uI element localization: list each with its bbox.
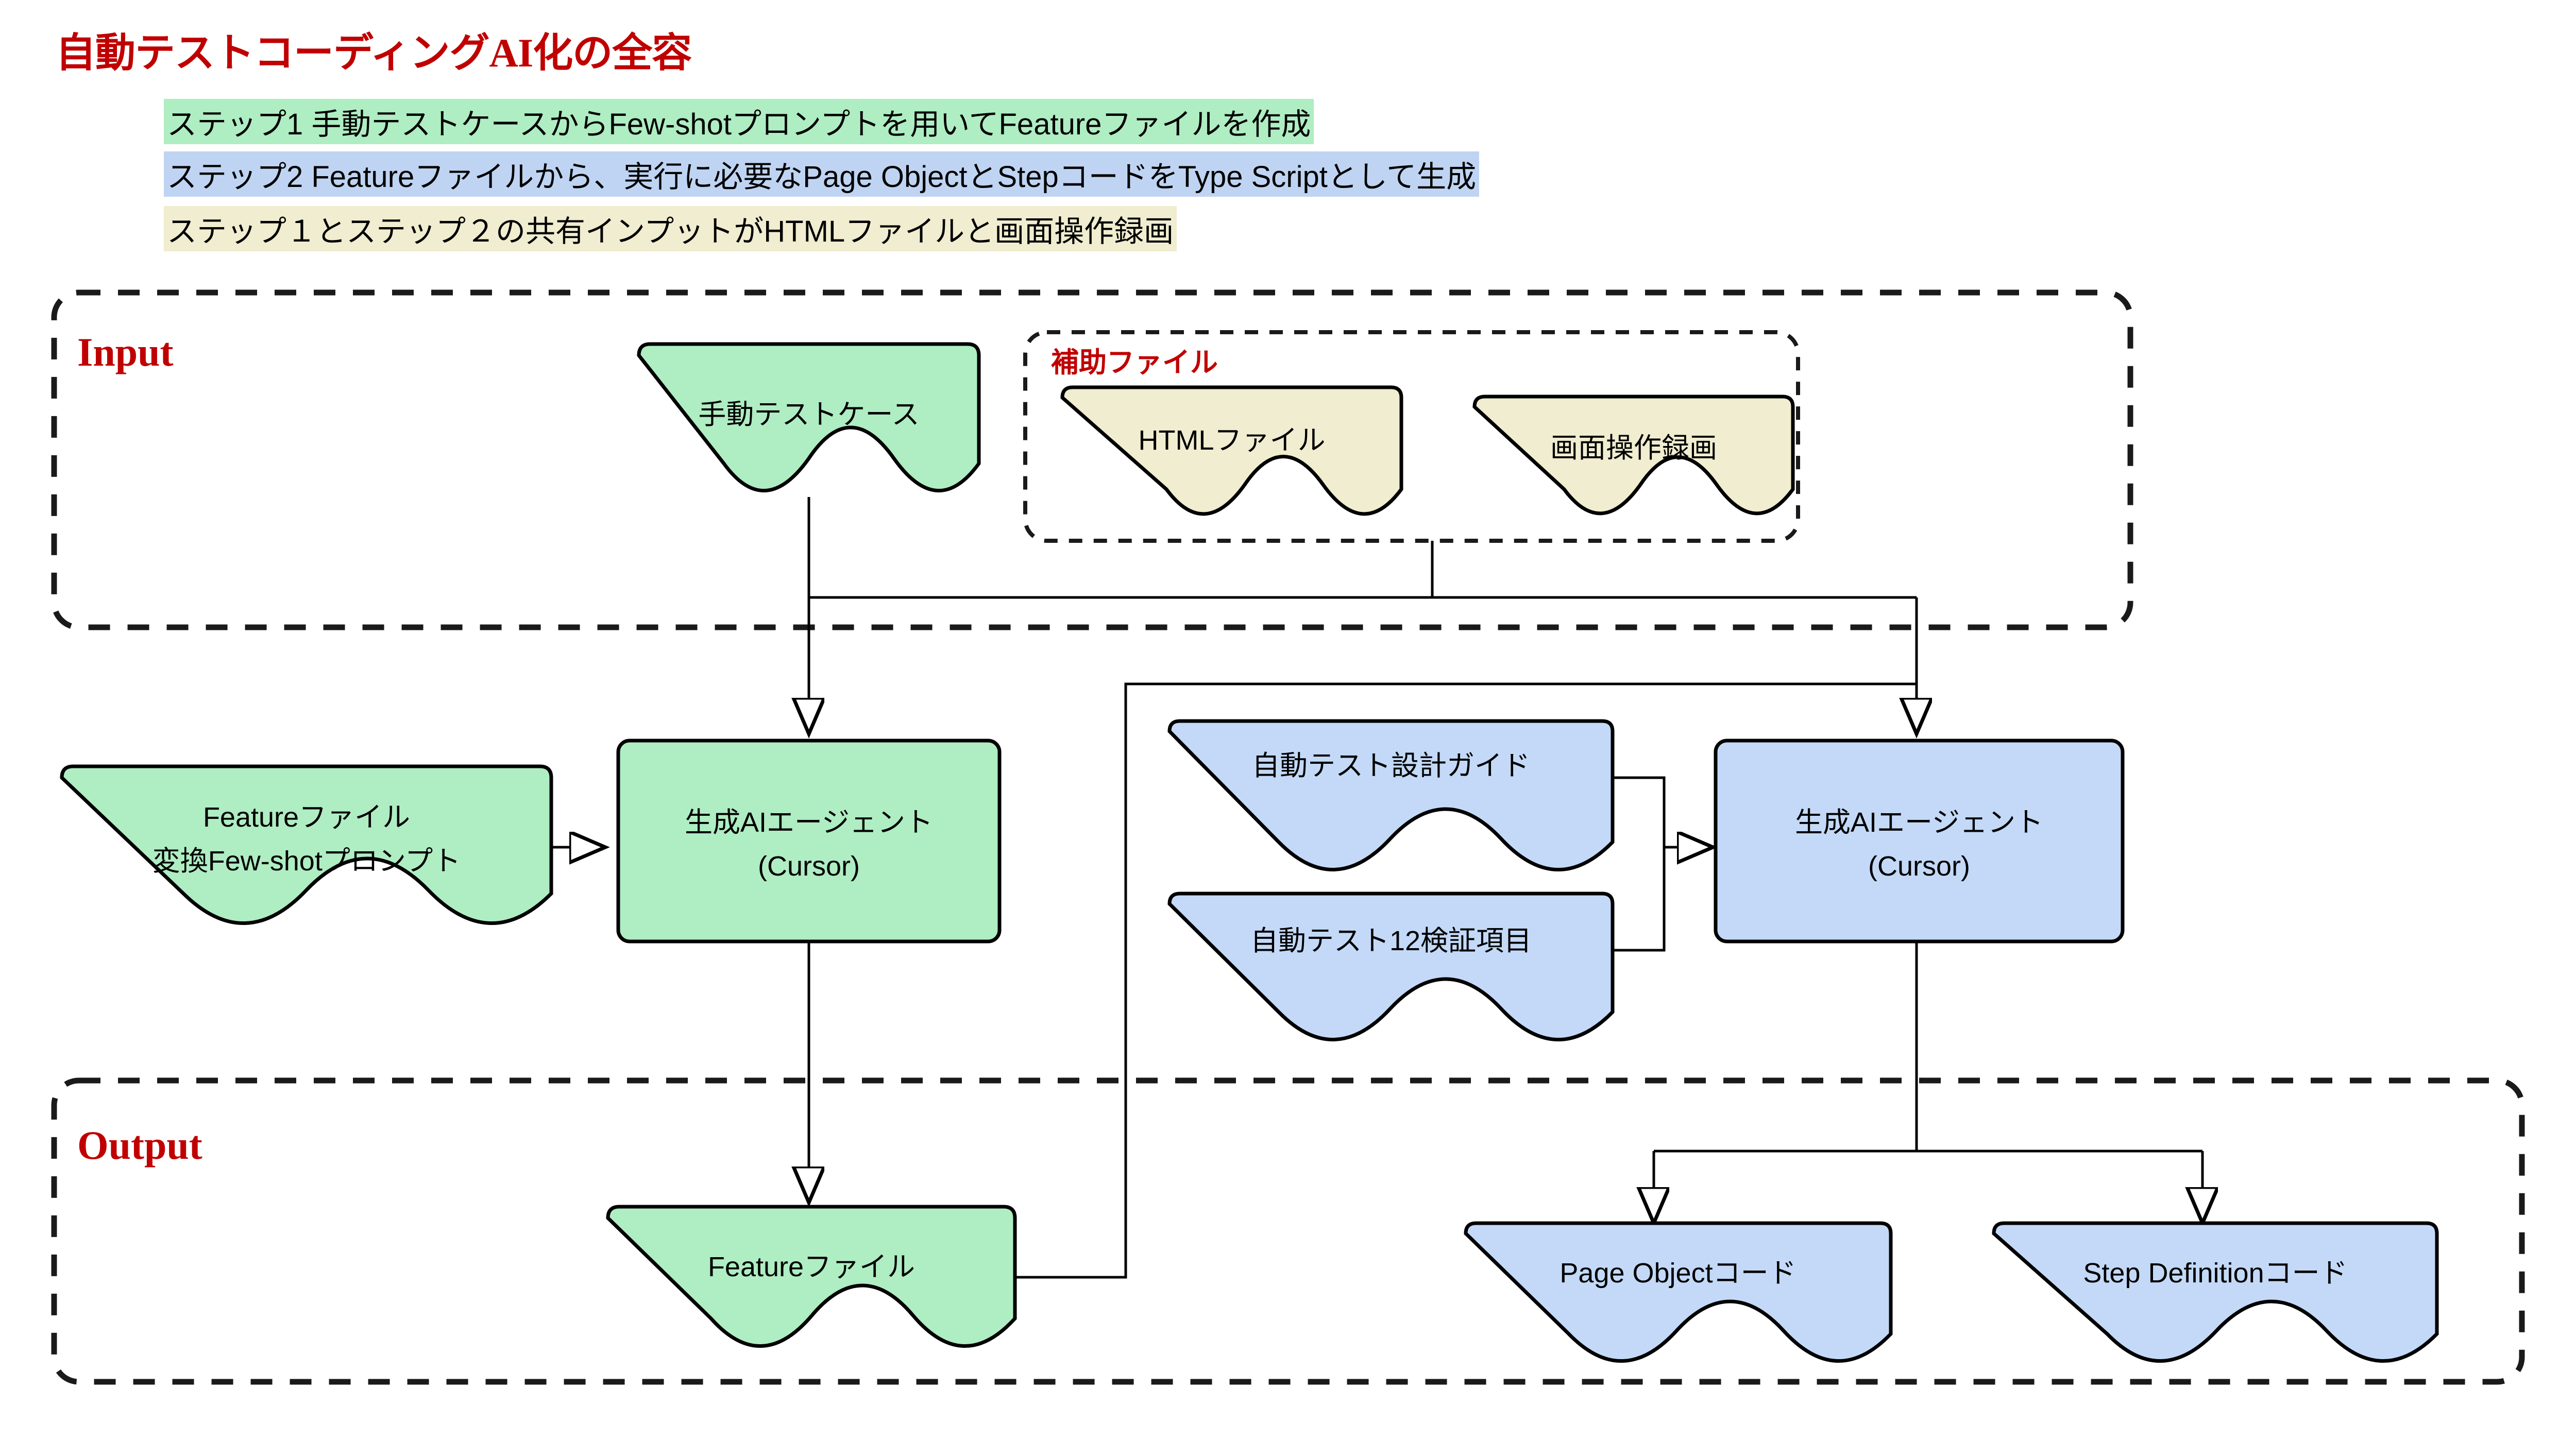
connector-design-guide-to-agent	[1613, 776, 1710, 847]
feature-file-shape	[606, 1205, 1017, 1348]
aux-group-label: 補助ファイル	[1051, 347, 1218, 378]
html-file-label: HTMLファイル	[1139, 425, 1326, 456]
subtitle-step1: ステップ1 手動テストケースからFew-shotプロンプトを用いてFeature…	[164, 99, 1314, 144]
html-file-shape	[1060, 385, 1403, 516]
node-step-definition-code[interactable]: Step Definitionコード	[1992, 1221, 2439, 1363]
agent-left-label-line1: 生成AIエージェント	[685, 807, 933, 838]
agent-right-label-line1: 生成AIエージェント	[1795, 807, 2043, 838]
node-html-file[interactable]: HTMLファイル	[1060, 385, 1403, 516]
step-definition-code-label: Step Definitionコード	[2083, 1258, 2347, 1289]
page-object-code-label: Page Objectコード	[1560, 1258, 1796, 1289]
manual-test-case-shape	[637, 342, 981, 492]
design-guide-shape	[1167, 719, 1615, 871]
aux-group-box	[1023, 330, 1800, 543]
design-guide-label: 自動テスト設計ガイド	[1252, 750, 1530, 781]
node-feature-prompt[interactable]: Featureファイル 変換Few-shotプロンプト	[60, 764, 553, 925]
output-group-label: Output	[77, 1123, 202, 1168]
connector-right-agent-split	[1652, 940, 2204, 1215]
screen-recording-shape	[1472, 395, 1795, 516]
feature-file-label: Featureファイル	[708, 1252, 915, 1282]
verify-items-shape	[1167, 892, 1615, 1041]
node-screen-recording[interactable]: 画面操作録画	[1472, 395, 1795, 516]
page-title: 自動テストコーディングAI化の全容	[56, 30, 692, 75]
screen-recording-label: 画面操作録画	[1550, 433, 1717, 464]
output-group-box	[51, 1077, 2525, 1385]
connector-verify-items-to-agent	[1613, 847, 1666, 952]
input-group-label: Input	[77, 330, 173, 374]
node-page-object-code[interactable]: Page Objectコード	[1464, 1221, 1893, 1363]
step-definition-code-shape	[1992, 1221, 2439, 1363]
feature-prompt-label-line2: 変換Few-shotプロンプト	[152, 846, 461, 877]
agent-right-label-line2: (Cursor)	[1868, 851, 1970, 882]
input-group-box	[51, 289, 2133, 630]
connector-feature-file-to-right-agent	[1015, 682, 1917, 1279]
node-agent-right[interactable]: 生成AIエージェント (Cursor)	[1714, 739, 2125, 944]
page-object-code-shape	[1464, 1221, 1893, 1363]
node-agent-left[interactable]: 生成AIエージェント (Cursor)	[616, 739, 1002, 944]
manual-test-case-label: 手動テストケース	[698, 399, 919, 430]
agent-left-shape	[616, 739, 1002, 944]
node-feature-file[interactable]: Featureファイル	[606, 1205, 1017, 1348]
node-verify-items[interactable]: 自動テスト12検証項目	[1167, 892, 1615, 1041]
subtitle-step2: ステップ2 Featureファイルから、実行に必要なPage ObjectとSt…	[164, 151, 1480, 197]
verify-items-label: 自動テスト12検証項目	[1250, 925, 1532, 956]
feature-prompt-shape	[60, 764, 553, 925]
node-manual-test-case[interactable]: 手動テストケース	[637, 342, 981, 492]
feature-prompt-label-line1: Featureファイル	[203, 802, 410, 833]
subtitle-shared-input: ステップ１とステップ２の共有インプットがHTMLファイルと画面操作録画	[164, 206, 1177, 251]
node-design-guide[interactable]: 自動テスト設計ガイド	[1167, 719, 1615, 871]
agent-right-shape	[1714, 739, 2125, 944]
agent-left-label-line2: (Cursor)	[758, 851, 860, 882]
